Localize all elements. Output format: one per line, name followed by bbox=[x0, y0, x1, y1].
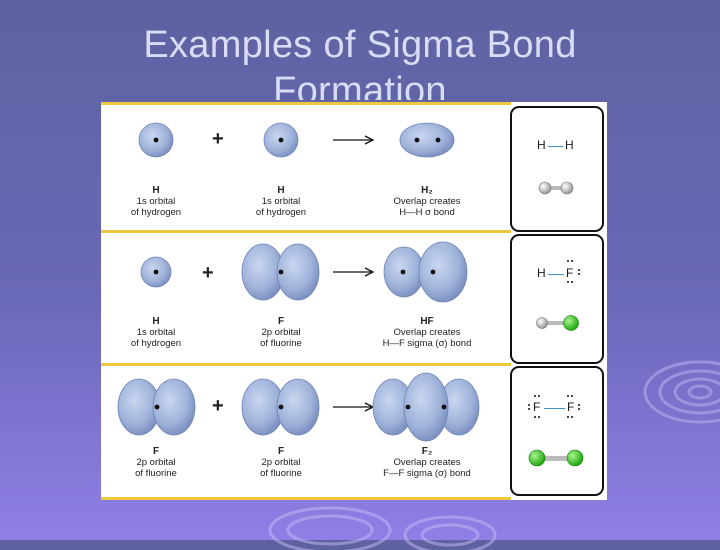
title-line-1: Examples of Sigma Bond bbox=[143, 24, 577, 66]
label-line-2: of hydrogen bbox=[130, 338, 182, 349]
orbital-label: H 1s orbital of hydrogen bbox=[111, 185, 201, 218]
label-line-2: H—H σ bond bbox=[399, 207, 455, 218]
label-symbol: F bbox=[277, 446, 285, 457]
structure-atom-left: H bbox=[537, 138, 546, 152]
orbital-label: H 1s orbital of hydrogen bbox=[111, 316, 201, 349]
reaction-arrow bbox=[333, 267, 375, 277]
orbital-label: H 1s orbital of hydrogen bbox=[236, 185, 326, 218]
label-symbol: F₂ bbox=[421, 446, 433, 457]
label-line-2: of fluorine bbox=[260, 338, 302, 349]
orbital-label: H₂ Overlap creates H—H σ bond bbox=[371, 185, 483, 218]
structure-atom-left: F bbox=[533, 400, 541, 414]
structure-atom-right: F bbox=[566, 266, 574, 280]
h-1s-orbital bbox=[263, 122, 299, 158]
label-symbol: F bbox=[152, 446, 160, 457]
row-separator-2 bbox=[101, 363, 511, 366]
label-line-1: 1s orbital bbox=[136, 327, 176, 338]
structure-panel-3 bbox=[510, 366, 604, 496]
slide-title: Examples of Sigma Bond Formation bbox=[0, 22, 720, 100]
label-line-2: of fluorine bbox=[260, 468, 302, 479]
hf-overlap-orbital bbox=[383, 241, 468, 303]
label-symbol: H bbox=[152, 316, 160, 327]
h-1s-orbital bbox=[140, 256, 172, 288]
label-line-1: Overlap creates bbox=[393, 327, 461, 338]
structure-atom-right: F bbox=[567, 400, 575, 414]
lone-pair-dots-hf bbox=[567, 260, 580, 283]
orbital-label: F₂ Overlap creates F—F sigma (σ) bond bbox=[363, 446, 491, 479]
orbital-label: F 2p orbital of fluorine bbox=[111, 446, 201, 479]
label-symbol: F bbox=[277, 316, 285, 327]
label-line-1: 2p orbital bbox=[261, 327, 301, 338]
label-symbol: H bbox=[152, 185, 160, 196]
plus-sign: + bbox=[202, 262, 214, 284]
row-separator-bottom bbox=[101, 497, 511, 500]
structure-bond bbox=[544, 408, 565, 410]
structure-atom-left: H bbox=[537, 266, 546, 280]
lone-pair-dots-f2 bbox=[528, 395, 580, 418]
orbital-label: F 2p orbital of fluorine bbox=[236, 316, 326, 349]
h2-overlap-orbital bbox=[399, 122, 455, 158]
label-symbol: H₂ bbox=[421, 185, 433, 196]
structure-atom-right: H bbox=[565, 138, 574, 152]
orbital-label: HF Overlap creates H—F sigma (σ) bond bbox=[363, 316, 491, 349]
structure-panel-1 bbox=[510, 106, 604, 232]
f-2p-orbital bbox=[117, 378, 196, 436]
title-line-2: Formation bbox=[273, 70, 447, 100]
swirl-decoration-right bbox=[643, 360, 720, 424]
f2-overlap-orbital bbox=[372, 372, 480, 442]
label-line-2: of hydrogen bbox=[255, 207, 307, 218]
structure-panel-2 bbox=[510, 234, 604, 364]
f2-ball-stick-model bbox=[528, 449, 584, 467]
label-line-1: 1s orbital bbox=[136, 196, 176, 207]
label-symbol: HF bbox=[420, 316, 434, 327]
orbital-label: F 2p orbital of fluorine bbox=[236, 446, 326, 479]
reaction-arrow bbox=[333, 135, 375, 145]
f-2p-orbital bbox=[241, 378, 320, 436]
sigma-bond-figure: + + + H 1s orbital of hydrogen H 1s orbi… bbox=[101, 102, 607, 500]
hf-ball-stick-model bbox=[536, 315, 579, 331]
plus-sign: + bbox=[212, 128, 224, 150]
row-separator-1 bbox=[101, 230, 511, 233]
label-line-1: Overlap creates bbox=[393, 196, 461, 207]
label-line-1: Overlap creates bbox=[393, 457, 461, 468]
h-1s-orbital bbox=[138, 122, 174, 158]
h2-ball-stick-model bbox=[538, 181, 574, 195]
f-2p-orbital bbox=[241, 243, 320, 301]
label-line-2: F—F sigma (σ) bond bbox=[383, 468, 471, 479]
structure-bond bbox=[548, 274, 564, 276]
label-line-1: 2p orbital bbox=[136, 457, 176, 468]
plus-sign: + bbox=[212, 395, 224, 417]
label-line-2: of fluorine bbox=[135, 468, 177, 479]
label-symbol: H bbox=[277, 185, 285, 196]
figure-graphics bbox=[101, 102, 604, 500]
label-line-2: H—F sigma (σ) bond bbox=[382, 338, 472, 349]
reaction-arrow bbox=[333, 402, 375, 412]
structure-bond bbox=[548, 146, 563, 148]
label-line-1: 2p orbital bbox=[261, 457, 301, 468]
label-line-1: 1s orbital bbox=[261, 196, 301, 207]
label-line-2: of hydrogen bbox=[130, 207, 182, 218]
row-separator-top bbox=[101, 102, 511, 105]
